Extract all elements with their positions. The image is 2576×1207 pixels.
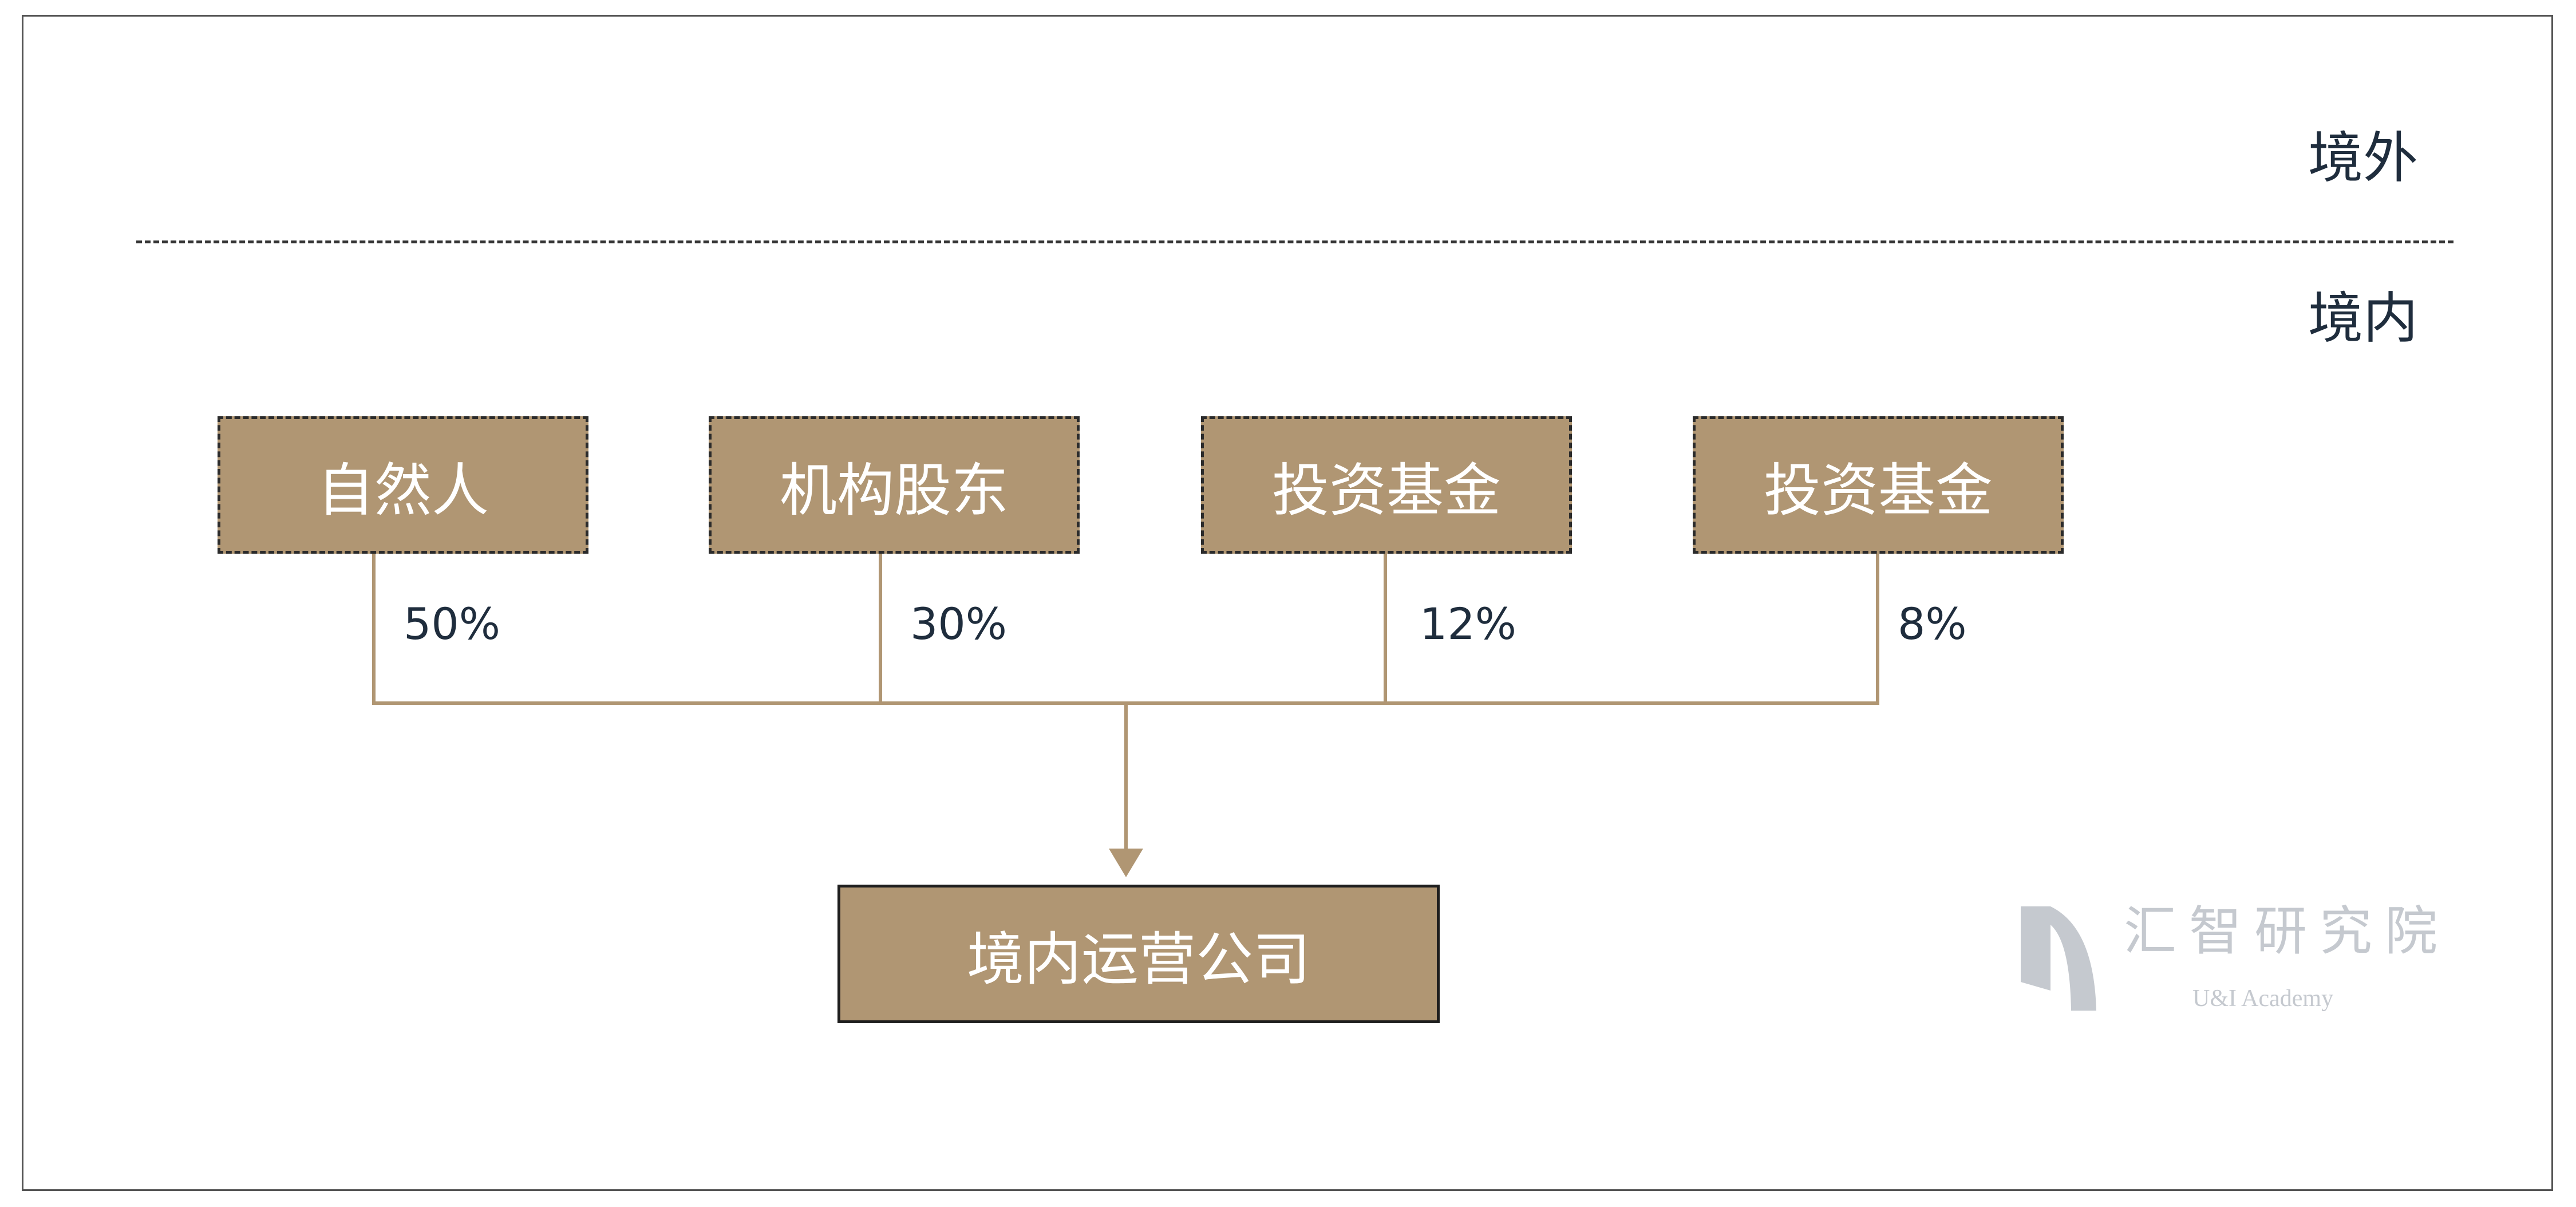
percent-label-3: 12% [1420, 598, 1516, 649]
percent-label-1: 50% [404, 598, 500, 649]
shareholder-box-fund-1[interactable]: 投资基金 [1201, 416, 1572, 554]
shareholder-box-institutional[interactable]: 机构股东 [709, 416, 1080, 554]
percent-label-2: 30% [910, 598, 1007, 649]
percent-label-4: 8% [1898, 598, 1967, 649]
border-divider-line [136, 240, 2453, 243]
target-company-box[interactable]: 境内运营公司 [837, 885, 1440, 1023]
watermark-cn-text: 汇智研究院 [2124, 901, 2451, 962]
arrow-head-icon [1109, 849, 1143, 877]
onshore-label: 境内 [2308, 286, 2418, 350]
shareholder-name: 投资基金 [1272, 456, 1501, 524]
shareholder-name: 投资基金 [1764, 456, 1993, 524]
offshore-label: 境外 [2308, 126, 2418, 190]
book-logo-icon [2021, 906, 2096, 1011]
diagram-frame [22, 15, 2553, 1191]
shareholder-box-natural-person[interactable]: 自然人 [218, 416, 588, 554]
shareholder-name: 自然人 [317, 456, 489, 524]
shareholder-name: 机构股东 [780, 456, 1009, 524]
target-company-name: 境内运营公司 [967, 925, 1310, 993]
shareholder-box-fund-2[interactable]: 投资基金 [1693, 416, 2064, 554]
watermark-en-text: U&I Academy [2192, 985, 2334, 1012]
watermark-logo: 汇智研究院 U&I Academy [2015, 902, 2439, 1016]
